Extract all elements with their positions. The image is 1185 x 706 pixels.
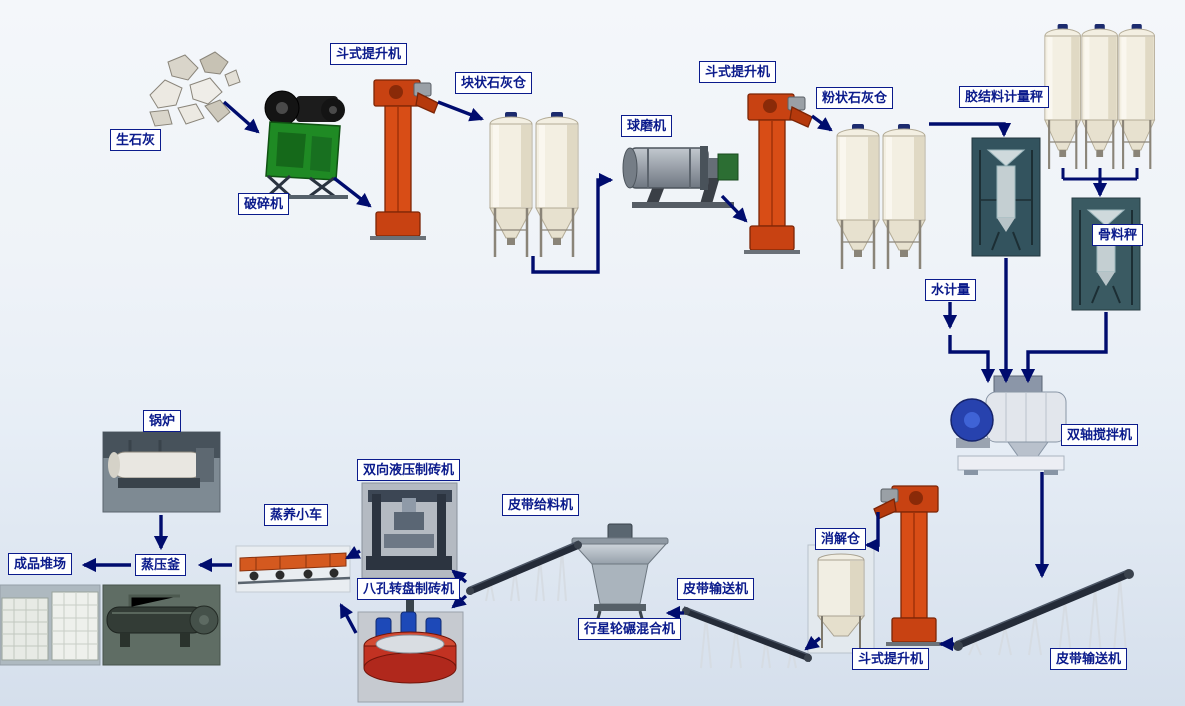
quicklime-stones	[149, 51, 241, 127]
lump-lime-silos-graphic	[488, 110, 580, 259]
binder-scale-photo	[971, 137, 1041, 257]
belt-conveyor-mid-graphic	[682, 606, 812, 669]
label-bucket-elevator-3: 斗式提升机	[852, 648, 930, 670]
flow-arrows	[81, 100, 1139, 652]
bucket-elevator-3-graphic	[873, 485, 943, 647]
jaw-crusher-graphic	[262, 90, 348, 199]
steam-curing-car-photo	[235, 545, 351, 593]
rotary-brick-machine-photo	[357, 600, 464, 703]
label-steam-curing-car: 蒸养小车	[264, 504, 329, 526]
bucket-elevator-2-graphic	[743, 93, 813, 255]
label-belt-feeder: 皮带给料机	[502, 494, 580, 516]
digestion-silo-photo	[807, 544, 875, 654]
powder-lime-silos-graphic	[835, 122, 927, 271]
label-digestion-silo: 消解仓	[815, 528, 867, 550]
label-twin-shaft-mixer: 双轴搅拌机	[1061, 424, 1139, 446]
autoclave-photo	[102, 584, 221, 666]
label-water-metering: 水计量	[925, 279, 977, 301]
label-belt-conveyor-mid: 皮带输送机	[677, 578, 755, 600]
label-bucket-elevator-1: 斗式提升机	[330, 43, 408, 65]
hydraulic-brick-machine-photo	[361, 482, 458, 579]
product-yard-photo	[0, 584, 101, 666]
label-bucket-elevator-2: 斗式提升机	[699, 61, 777, 83]
label-hydraulic-brick-machine: 双向液压制砖机	[357, 459, 461, 481]
label-lump-lime-silo: 块状石灰仓	[455, 72, 533, 94]
boiler-photo	[102, 431, 221, 513]
label-aggregate-scale: 骨料秤	[1092, 224, 1144, 246]
label-crusher: 破碎机	[238, 193, 290, 215]
belt-conveyor-right-graphic	[953, 569, 1134, 656]
belt-feeder-graphic	[466, 540, 582, 602]
twin-shaft-mixer-graphic	[950, 375, 1067, 475]
label-binder-metering-scale: 胶结料计量秤	[959, 86, 1050, 108]
label-belt-conveyor-right: 皮带输送机	[1050, 648, 1128, 670]
label-ball-mill: 球磨机	[621, 115, 673, 137]
label-planetary-mixer: 行星轮碾混合机	[578, 618, 682, 640]
binder-silos-graphic	[1043, 22, 1156, 171]
ball-mill-graphic	[622, 146, 739, 208]
label-powder-lime-silo: 粉状石灰仓	[816, 87, 894, 109]
aggregate-scale-photo	[1071, 197, 1141, 311]
label-product-yard: 成品堆场	[8, 553, 73, 575]
planetary-mixer-graphic	[571, 523, 669, 627]
label-quicklime: 生石灰	[110, 129, 162, 151]
label-rotary-brick-machine: 八孔转盘制砖机	[357, 578, 461, 600]
label-boiler: 锅炉	[143, 410, 182, 432]
label-autoclave: 蒸压釜	[135, 554, 187, 576]
bucket-elevator-1-graphic	[369, 79, 439, 241]
